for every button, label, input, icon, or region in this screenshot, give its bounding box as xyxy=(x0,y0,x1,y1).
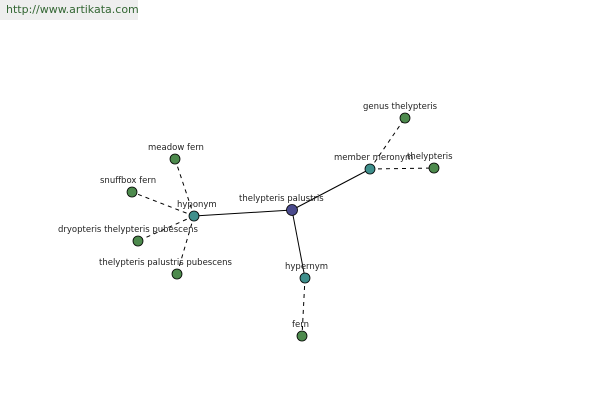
node-hypernym-marker[interactable] xyxy=(299,272,311,284)
node-hypernym-label: hypernym xyxy=(285,262,328,272)
node-fern-label: fern xyxy=(292,320,309,330)
node-genus[interactable]: genus thelypteris xyxy=(363,102,438,124)
edge-hypernym-fern xyxy=(301,277,306,337)
node-hyponym[interactable]: hyponym xyxy=(177,200,217,222)
node-dryop-marker[interactable] xyxy=(132,235,144,247)
node-dryop-label: dryopteris thelypteris pubescens xyxy=(58,225,198,235)
node-root-marker[interactable] xyxy=(286,204,298,216)
node-snuffbox-marker[interactable] xyxy=(126,186,138,198)
node-meadow-label: meadow fern xyxy=(148,143,204,153)
node-hyponym-marker[interactable] xyxy=(188,210,200,222)
node-meronym-marker[interactable] xyxy=(364,163,376,175)
edge-hyponym-dryop xyxy=(137,215,195,242)
node-fern[interactable]: fern xyxy=(292,320,309,342)
node-dryop[interactable]: dryopteris thelypteris pubescens xyxy=(58,225,198,247)
edge-meronym-thelyp xyxy=(369,167,435,170)
node-fern-marker[interactable] xyxy=(296,330,308,342)
edge-hyponym-meadow xyxy=(174,158,195,217)
node-tpp-label: thelypteris palustris pubescens xyxy=(99,258,233,268)
node-snuffbox[interactable]: snuffbox fern xyxy=(100,176,156,198)
node-meadow[interactable]: meadow fern xyxy=(148,143,204,165)
node-genus-label: genus thelypteris xyxy=(363,102,438,112)
nodes-layer: thelypteris palustris hyponym member meron… xyxy=(58,102,453,342)
edges-layer xyxy=(131,117,435,337)
edge-hyponym-snuffbox xyxy=(131,191,195,217)
node-snuffbox-label: snuffbox fern xyxy=(100,176,156,186)
node-meronym-label: member meronym xyxy=(334,153,413,163)
node-meadow-marker[interactable] xyxy=(169,153,181,165)
edge-root-meronym xyxy=(291,168,371,211)
node-hyponym-label: hyponym xyxy=(177,200,217,210)
edge-root-hypernym xyxy=(291,209,306,279)
edge-meronym-genus xyxy=(369,117,406,170)
node-tpp[interactable]: thelypteris palustris pubescens xyxy=(99,258,233,280)
node-root-label: thelypteris palustris xyxy=(239,194,324,204)
source-link[interactable]: http://www.artikata.com xyxy=(0,0,139,20)
node-root[interactable]: thelypteris palustris xyxy=(239,194,324,216)
node-genus-marker[interactable] xyxy=(399,112,411,124)
edge-hyponym-tpp xyxy=(176,215,195,275)
node-thelyp-marker[interactable] xyxy=(428,162,440,174)
node-meronym[interactable]: member meronym xyxy=(334,153,413,175)
node-thelyp-label: thelypteris xyxy=(407,152,453,162)
node-tpp-marker[interactable] xyxy=(171,268,183,280)
node-hypernym[interactable]: hypernym xyxy=(285,262,328,284)
node-thelyp[interactable]: thelypteris xyxy=(407,152,453,174)
edge-root-hyponym xyxy=(193,209,293,217)
